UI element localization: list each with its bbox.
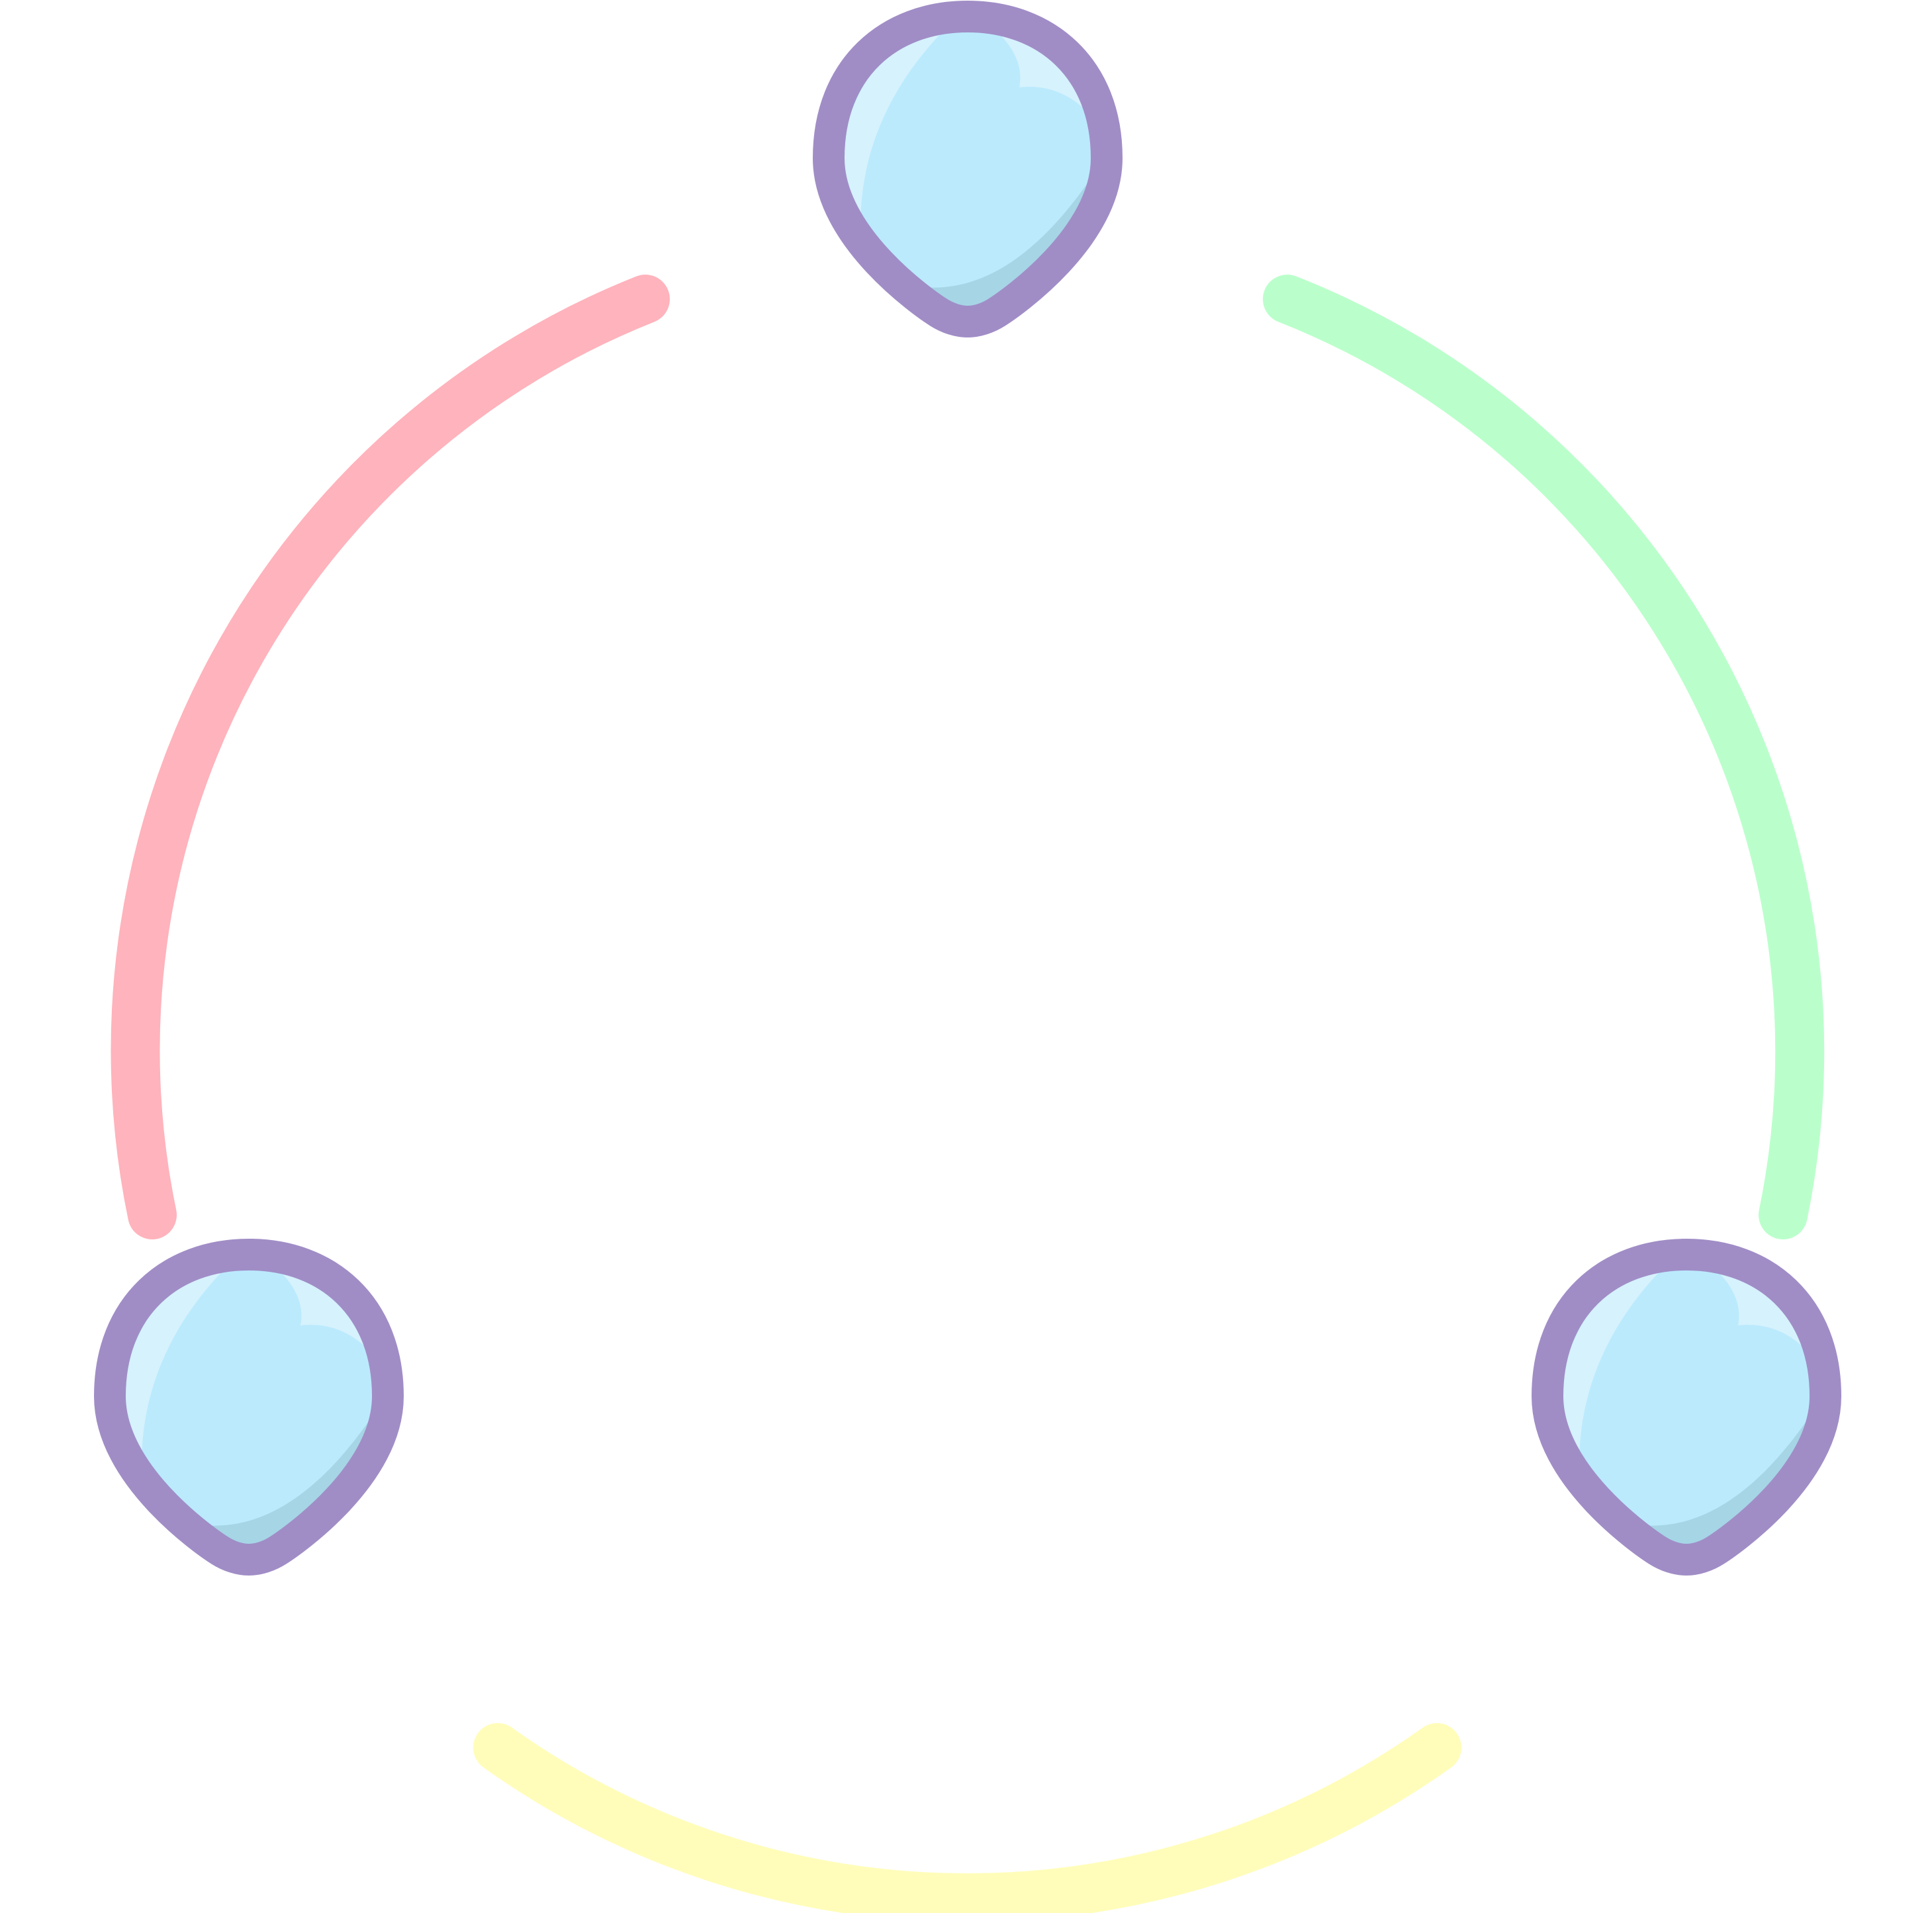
node-bottom-right [1547,1255,1825,1560]
drop-node-icon [110,1255,388,1560]
node-bottom-left [110,1255,388,1560]
arc-bottom [473,1723,1461,1913]
arc-left [111,275,670,1239]
drop-node-icon [829,17,1107,322]
drop-node-icon [1547,1255,1825,1560]
node-top [829,17,1107,322]
arc-right [1263,275,1825,1239]
